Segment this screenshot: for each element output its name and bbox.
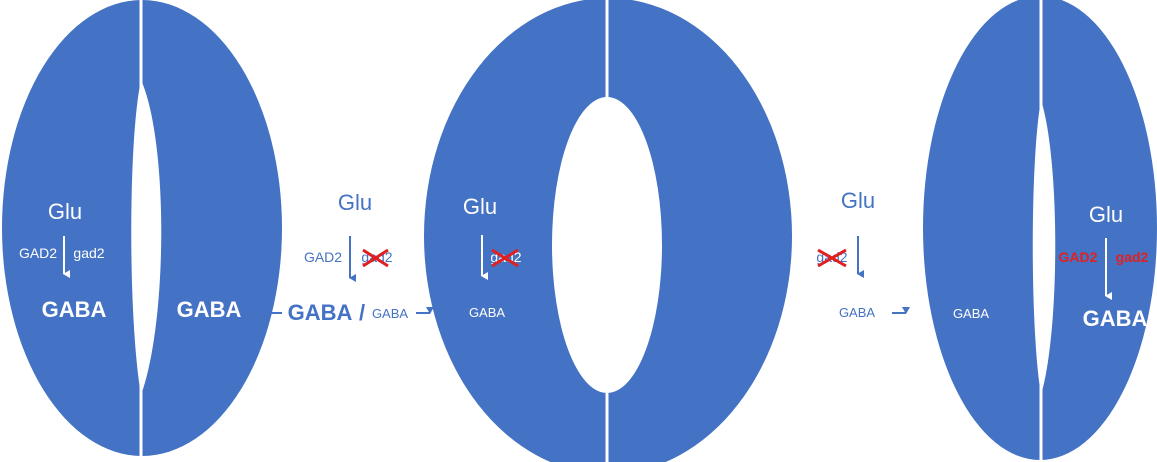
left-glu-label: Glu: [48, 199, 82, 224]
gap-left-glu-label: Glu: [338, 190, 372, 215]
gap-right-gaba-label: GABA: [839, 305, 875, 320]
right-glu-label: Glu: [1089, 202, 1123, 227]
stomata-left-closed: Glu GAD2 gad2 GABA GABA: [2, 0, 282, 462]
gap-left-slash-label: /: [359, 300, 365, 325]
gap-left-middle: Glu GAD2 gad2 GABA / GABA: [264, 190, 430, 325]
left-gad2-upper-label: GAD2: [19, 245, 57, 261]
right-gaba-label-b: GABA: [1083, 306, 1148, 331]
stomatal-pore-middle: [552, 97, 662, 393]
right-gad2-lower-label: gad2: [1116, 249, 1149, 265]
middle-glu-label: Glu: [463, 194, 497, 219]
gap-left-gad2-upper-label: GAD2: [304, 249, 342, 265]
left-gad2-lower-label: gad2: [73, 245, 104, 261]
stomata-right-closed: GABA Glu GAD2 gad2 GABA: [923, 0, 1157, 462]
right-gaba-label-a: GABA: [953, 306, 989, 321]
gap-left-gaba-large-label: GABA: [288, 300, 353, 325]
left-gaba-label-b: GABA: [177, 297, 242, 322]
right-gad2-upper-label: GAD2: [1059, 249, 1098, 265]
gap-right-glu-label: Glu: [841, 188, 875, 213]
gap-middle-right: Glu gad2 GABA: [816, 188, 906, 320]
stomata-middle-open: Glu gad2 GABA: [424, 0, 792, 462]
middle-gaba-label: GABA: [469, 305, 505, 320]
gap-left-gaba-small-label: GABA: [372, 306, 408, 321]
left-gaba-label-a: GABA: [42, 297, 107, 322]
